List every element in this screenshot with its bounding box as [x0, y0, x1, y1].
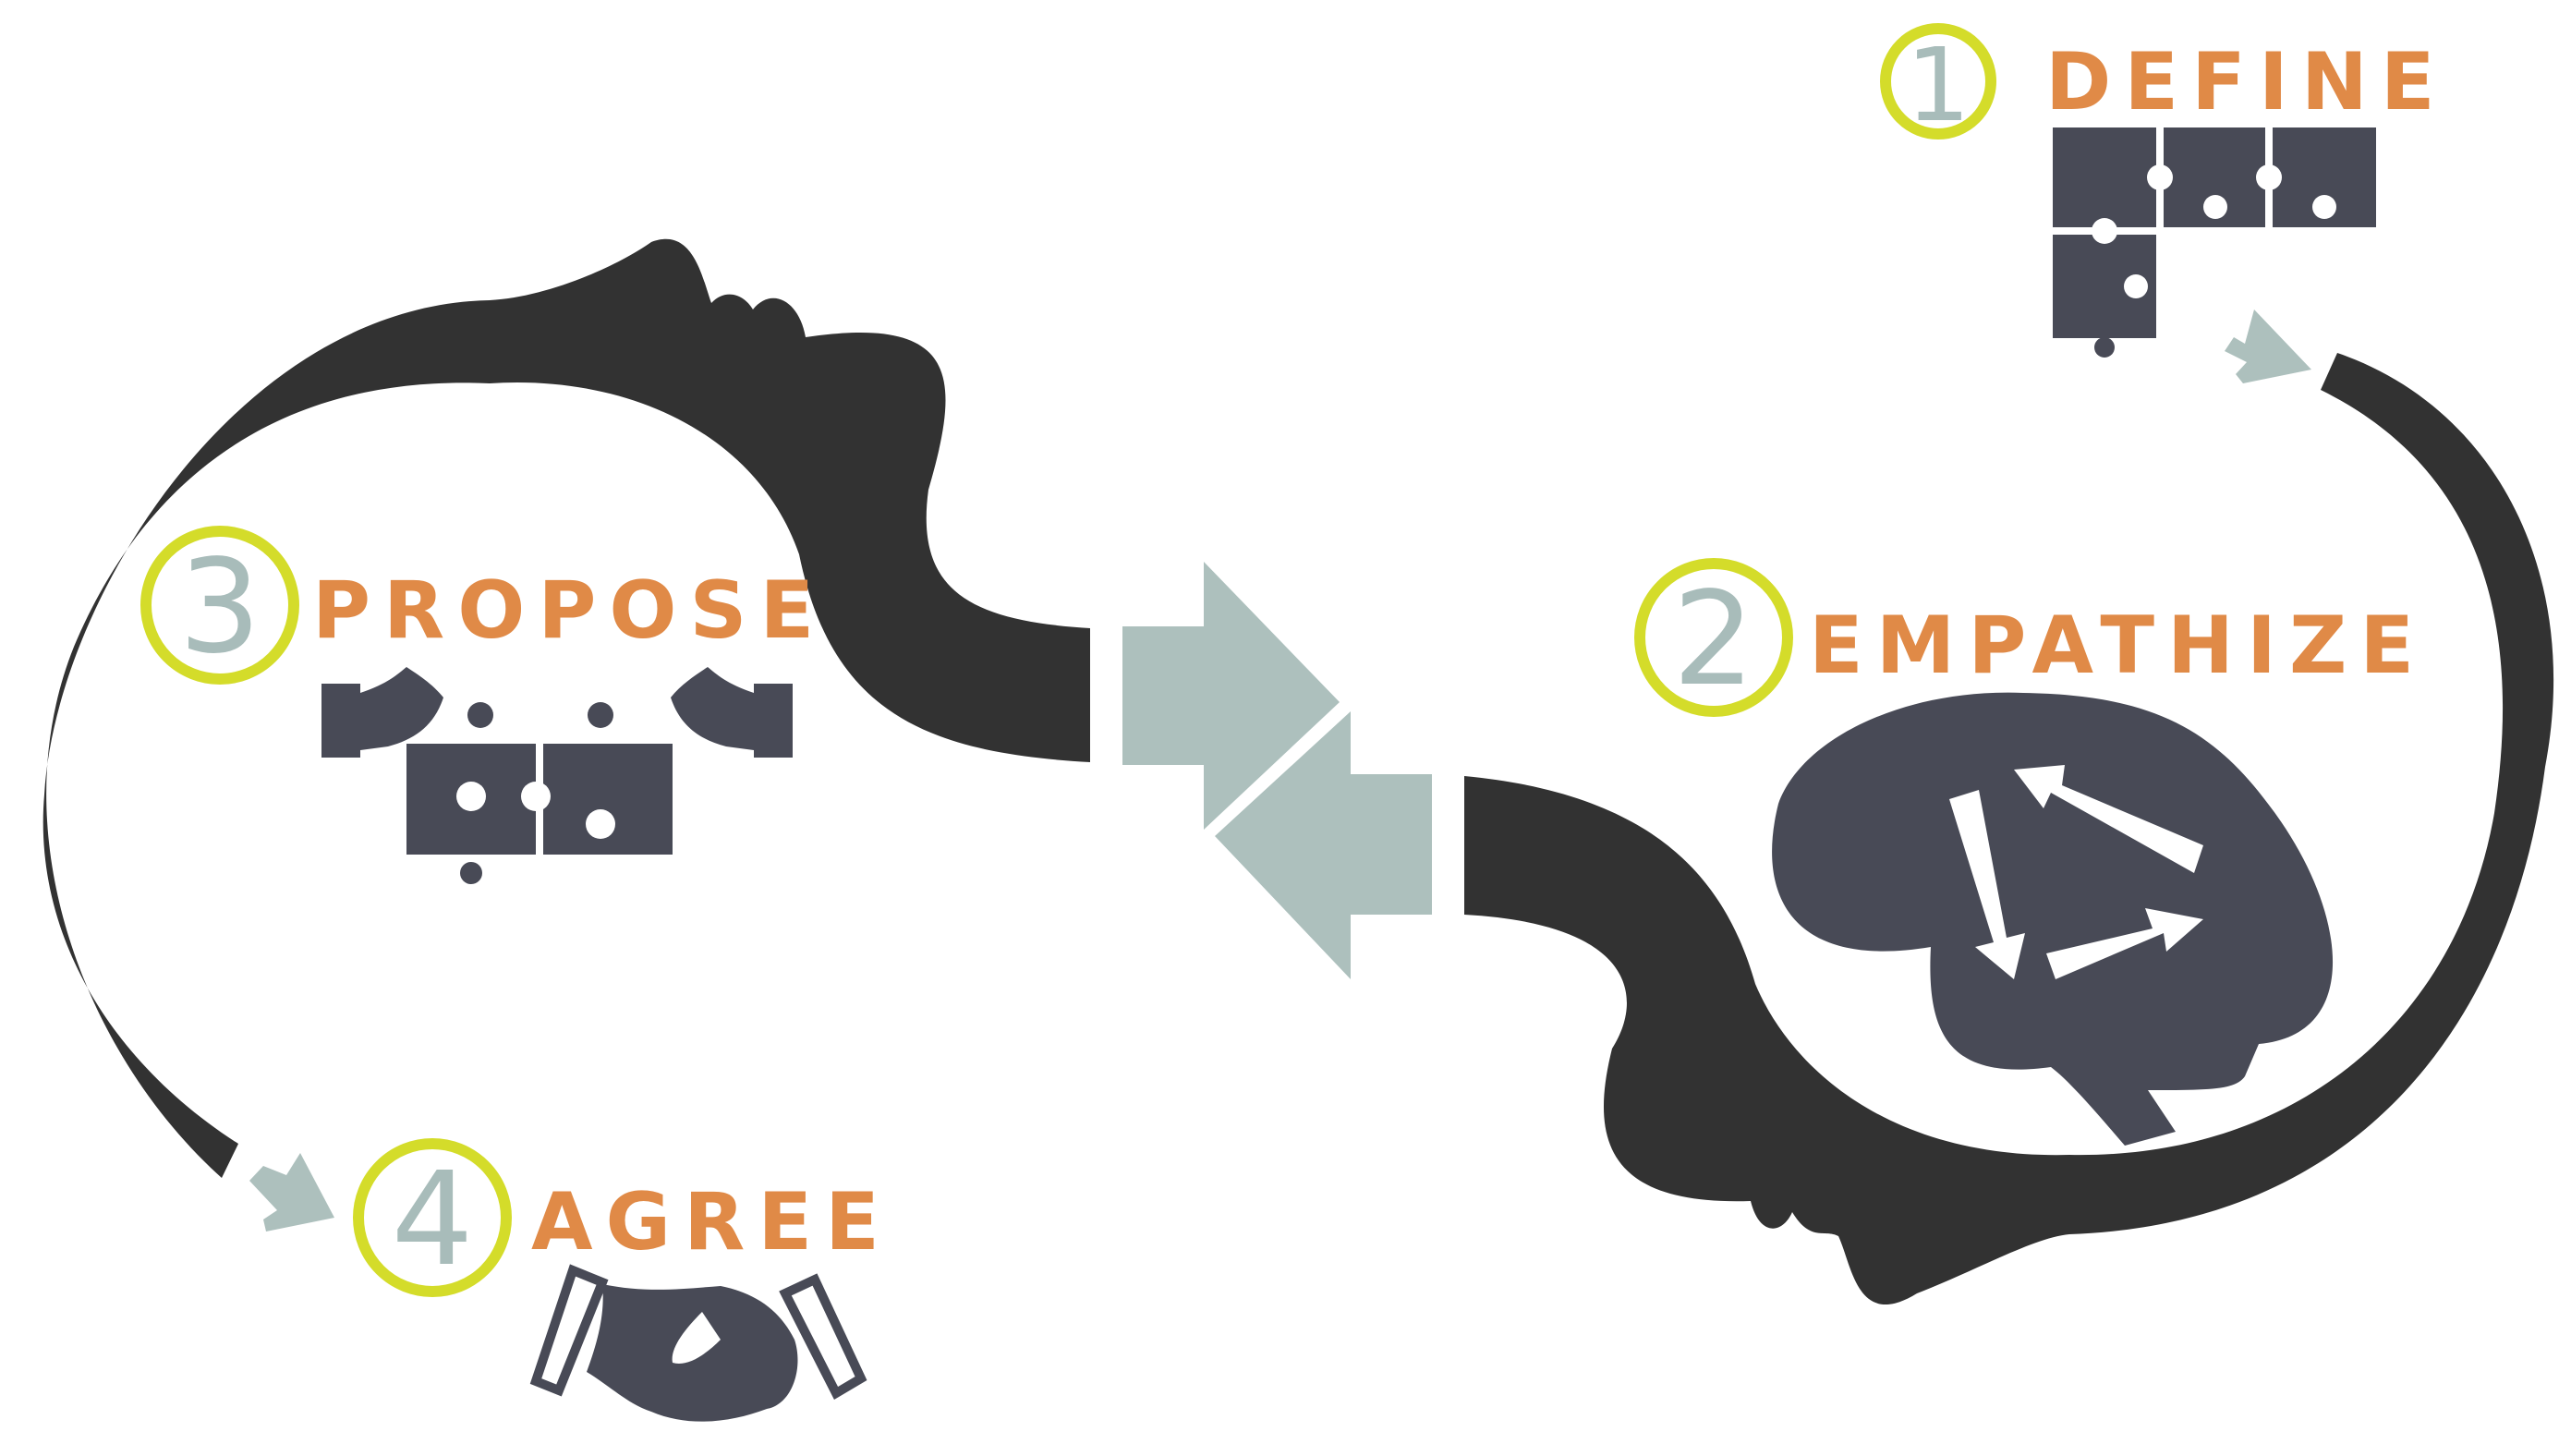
puzzle-icon: [2053, 127, 2376, 358]
step-2-label: EMPATHIZE: [1809, 600, 2427, 692]
step-empathize: 2 EMPATHIZE: [1634, 558, 2427, 717]
hands-puzzle-icon: [321, 667, 793, 884]
step-1-label: DEFINE: [2045, 36, 2448, 128]
step-1-ring: [1880, 23, 1996, 140]
flow-arrow-top-right: [2225, 309, 2311, 383]
step-3-number: 3: [178, 532, 261, 683]
step-define: 1 DEFINE: [1880, 23, 2448, 144]
step-4-number: 4: [391, 1145, 473, 1295]
handshake-icon: [529, 1264, 867, 1422]
brain-arrows-icon: [1772, 692, 2334, 1146]
left-head-silhouette: [42, 238, 1090, 1178]
step-3-ring: [140, 526, 299, 685]
step-4-ring: [353, 1138, 512, 1297]
center-arrow-right: [1122, 562, 1340, 830]
step-propose: 3 PROPOSE: [140, 526, 827, 685]
step-3-label: PROPOSE: [312, 564, 827, 657]
flow-arrow-bottom-left: [249, 1153, 334, 1232]
step-2-number: 2: [1672, 564, 1754, 715]
step-4-label: AGREE: [531, 1176, 892, 1268]
right-head-silhouette: [1464, 353, 2554, 1305]
center-arrow-left: [1215, 711, 1432, 979]
step-2-ring: [1634, 558, 1793, 717]
step-agree: 4 AGREE: [353, 1138, 892, 1297]
step-1-number: 1: [1906, 26, 1971, 144]
